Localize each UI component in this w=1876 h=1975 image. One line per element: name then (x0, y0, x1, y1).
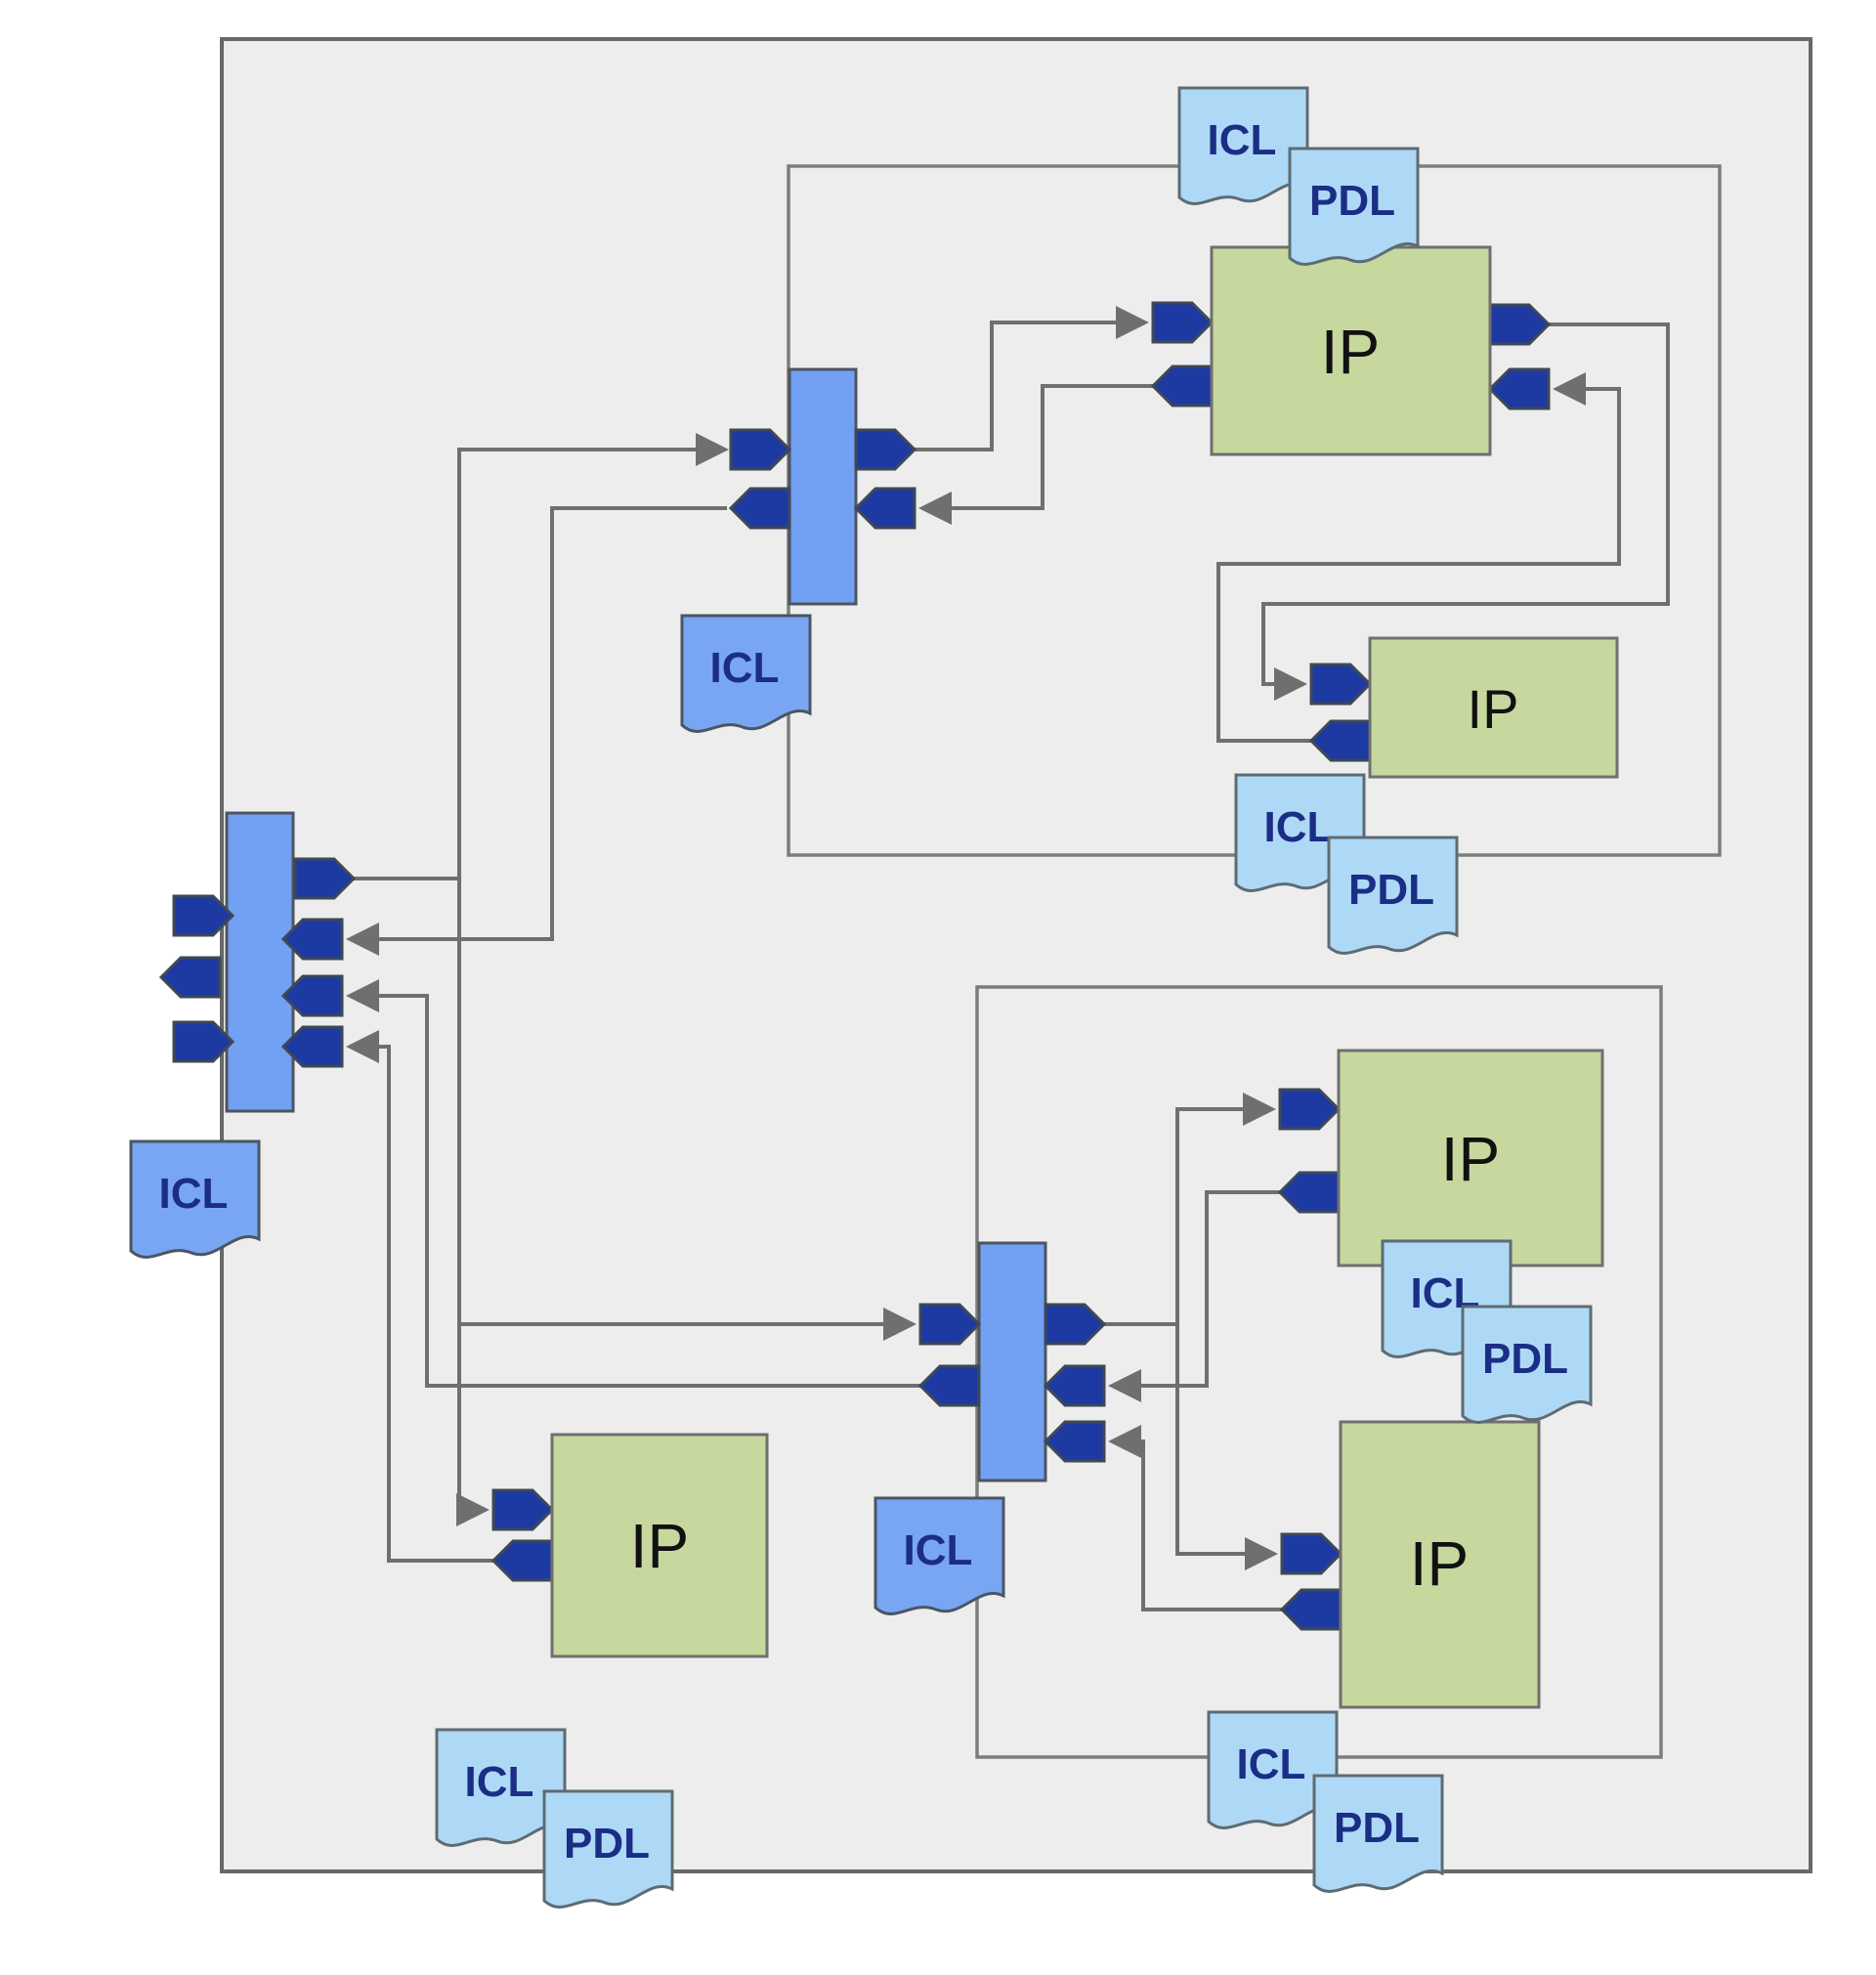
ip-lower-right-upper-box (1337, 1049, 1604, 1267)
interconnect-top-bar (788, 367, 858, 606)
port-bottombar-lb-out-icon (917, 1364, 981, 1407)
pdl-document-label: PDL (1348, 866, 1434, 914)
port-bottombar-rm-in-icon (1043, 1364, 1106, 1407)
ip-bottom-left-label: IP (630, 1511, 689, 1581)
port-topbar-lb-out-icon (728, 487, 791, 530)
document-icons: ICL PDL ICL ICL PDL ICL ICL PDL ICL ICL … (129, 86, 1593, 1909)
ip-block-mid-right: IP (1368, 636, 1619, 779)
arrow-into-bottombar-in-icon (883, 1308, 917, 1341)
port-bottombar-lt-in-icon (918, 1303, 982, 1346)
port-topbar-rb-in-icon (853, 487, 917, 530)
icl-document-label: ICL (1208, 116, 1277, 164)
pdl-document-label: PDL (564, 1820, 650, 1868)
port-ip1-rb-in-icon (1487, 367, 1551, 410)
port-chip-out-icon (158, 956, 222, 999)
port-bottombar-rt-out-icon (1044, 1303, 1107, 1346)
icl-document-label: ICL (1237, 1740, 1306, 1788)
ip-block-top-right: IP (1210, 245, 1492, 456)
ip-top-right-label: IP (1321, 317, 1380, 387)
port-chip-in2-icon (172, 1020, 235, 1063)
ip-mid-right-label: IP (1468, 678, 1519, 740)
arrow-into-leftbar-in2-icon (346, 923, 379, 956)
ip-block-lower-right-upper: IP (1337, 1049, 1604, 1267)
port-leftbar-in3-icon (280, 974, 344, 1017)
port-chip-in1-icon (172, 894, 235, 937)
port-topbar-rt-out-icon (854, 428, 917, 471)
arrow-into-ip5-in-icon (1243, 1093, 1276, 1126)
icl-document-label: ICL (1264, 803, 1334, 851)
port-leftbar-in4-icon (280, 1025, 344, 1068)
arrow-into-ip6-in-icon (1245, 1537, 1278, 1570)
scan-path-wires (342, 321, 1670, 1611)
pdl-document-icon (542, 1789, 674, 1909)
wire-bus-vertical (457, 448, 696, 1508)
scan-ports (158, 301, 1552, 1631)
port-ip5-in-icon (1278, 1088, 1342, 1131)
ip-block-bottom-left: IP (550, 1433, 769, 1658)
ip-bottom-left-box (550, 1433, 769, 1658)
port-leftbar-in2-icon (280, 918, 344, 961)
icl-document-label: ICL (904, 1526, 973, 1574)
icl-document-icon (129, 1139, 261, 1259)
wire-topbar-return (379, 506, 727, 941)
icl-document-label: ICL (465, 1758, 534, 1806)
ip-lower-right-lower-box (1339, 1420, 1541, 1709)
arrow-into-ip1-rtn-icon (1553, 372, 1586, 406)
arrow-into-topbar-rtn-icon (918, 492, 952, 525)
wire-ip1-to-ip2 (1261, 322, 1670, 686)
pdl-document-icon (1288, 147, 1420, 266)
port-bottombar-rb-in-icon (1043, 1420, 1106, 1463)
ip-lower-right-lower-label: IP (1410, 1528, 1469, 1599)
ip-mid-right-box (1368, 636, 1619, 779)
arrow-into-ip2-in-icon (1274, 667, 1307, 701)
interconnect-bottom-bar (977, 1241, 1047, 1482)
wire-ip2-to-ip1 (1216, 387, 1621, 743)
port-topbar-lt-in-icon (729, 428, 792, 471)
arrow-into-bottombar-rtn2-icon (1108, 1425, 1141, 1458)
pdl-document-label: PDL (1482, 1335, 1568, 1383)
pdl-document-label: PDL (1309, 177, 1395, 225)
icl-document-label: ICL (710, 644, 780, 692)
icl-document-icon (874, 1496, 1005, 1615)
pdl-document-icon (1327, 836, 1459, 955)
pdl-document-icon (1312, 1774, 1444, 1893)
wire-ip5-return (1141, 1190, 1280, 1388)
port-ip4-in-icon (491, 1488, 555, 1531)
port-ip2-in-icon (1309, 663, 1373, 706)
ip-block-lower-right-lower: IP (1339, 1420, 1541, 1709)
port-leftbar-out-icon (293, 857, 357, 900)
chip-boundary-box (220, 37, 1812, 1873)
wire-ip6-return (1141, 1439, 1282, 1611)
arrow-into-ip1-in-icon (1116, 306, 1149, 339)
port-ip6-in-icon (1280, 1532, 1343, 1575)
interconnect-left-bar (225, 811, 295, 1113)
arrow-into-bottombar-rtn1-icon (1108, 1369, 1141, 1402)
port-ip1-lt-in-icon (1151, 301, 1215, 344)
wire-bottombar-fanout (1175, 1107, 1245, 1556)
wire-ip1-to-topbar (952, 384, 1153, 510)
pdl-document-icon (1461, 1305, 1593, 1424)
wire-ip4-return (379, 1045, 493, 1563)
wire-topbar-to-ip1 (915, 321, 1116, 451)
wire-arrowheads (346, 306, 1586, 1570)
icl-document-label: ICL (159, 1170, 229, 1218)
wire-bottombar-return (379, 994, 920, 1388)
ip-lower-right-upper-label: IP (1441, 1124, 1500, 1194)
icl-document-icon (680, 614, 812, 733)
arrow-into-leftbar-in3-icon (346, 979, 379, 1012)
arrow-into-ip4-in-icon (456, 1493, 490, 1526)
pdl-document-label: PDL (1334, 1804, 1420, 1852)
arrow-into-leftbar-in4-icon (346, 1030, 379, 1063)
arrow-into-topbar-in-icon (696, 433, 729, 466)
